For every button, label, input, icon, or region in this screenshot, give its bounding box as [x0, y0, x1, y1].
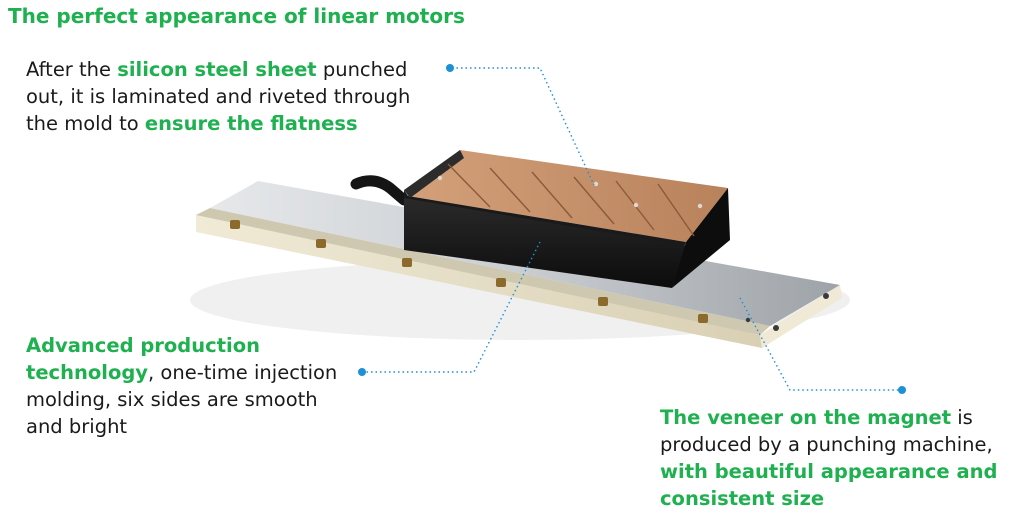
callout-top-mid: punched out, it is laminated and riveted… — [26, 58, 411, 135]
leader-lines — [362, 67, 902, 391]
callout-left-highlight: Advanced production technology — [26, 334, 260, 384]
callout-right-highlight-1: The veneer on the magnet — [660, 406, 952, 429]
callout-right-highlight-2: with beautiful appearance and consistent… — [660, 460, 998, 510]
forcer-block — [404, 150, 730, 288]
callout-top-pre: After the — [26, 58, 118, 81]
leader-right — [739, 297, 902, 391]
callout-magnet-veneer: The veneer on the magnet is produced by … — [660, 404, 1020, 512]
callout-top-highlight-2: ensure the flatness — [144, 112, 358, 135]
callout-production-technology: Advanced production technology, one-time… — [26, 332, 356, 440]
cable — [350, 175, 410, 206]
leader-dots — [358, 64, 906, 394]
bolt-row — [230, 220, 708, 323]
callout-right-mid: is produced by a punching machine, — [660, 406, 993, 456]
leader-left — [362, 241, 541, 373]
callout-top-highlight-1: silicon steel sheet — [117, 58, 317, 81]
callout-left-rest: , one-time injection molding, six sides … — [26, 361, 338, 438]
page-title: The perfect appearance of linear motors — [8, 4, 465, 28]
callout-silicon-steel: After the silicon steel sheet punched ou… — [26, 56, 446, 137]
